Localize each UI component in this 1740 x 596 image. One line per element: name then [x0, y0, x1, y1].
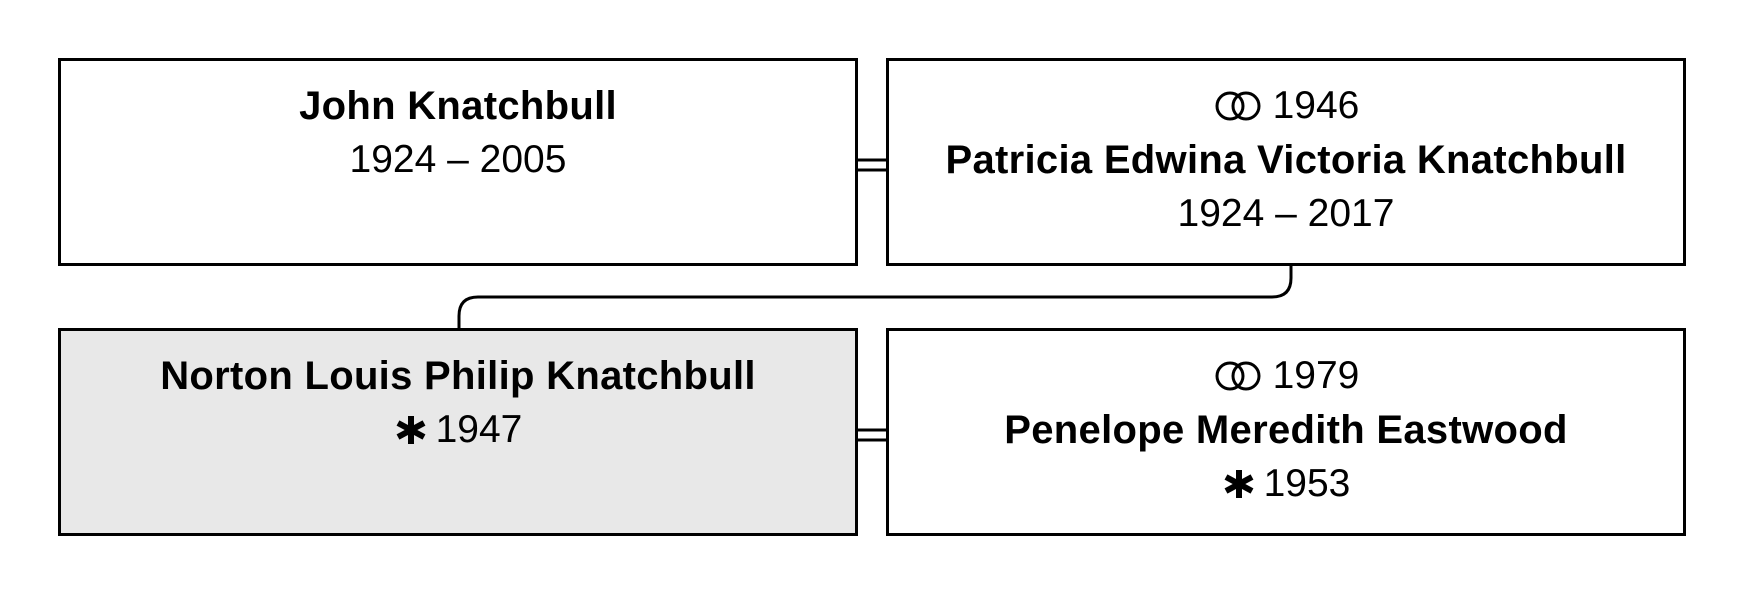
- person-name: John Knatchbull: [299, 84, 617, 128]
- person-life-dates: 1924 – 2017: [1177, 192, 1395, 235]
- marriage-info: 1979: [1213, 349, 1360, 403]
- wedding-rings-icon: [1213, 360, 1265, 392]
- person-name: Penelope Meredith Eastwood: [1004, 408, 1568, 452]
- descent-connector: [457, 264, 1293, 330]
- person-box-penelope-eastwood[interactable]: 1979 Penelope Meredith Eastwood 1953: [886, 328, 1686, 536]
- person-life-dates: 1924 – 2005: [349, 138, 567, 181]
- birth-year: 1953: [1263, 462, 1351, 505]
- birth-year: 1947: [435, 408, 523, 451]
- person-name: Patricia Edwina Victoria Knatchbull: [945, 138, 1627, 182]
- person-box-patricia-knatchbull[interactable]: 1946 Patricia Edwina Victoria Knatchbull…: [886, 58, 1686, 266]
- birth-star-icon: [1222, 467, 1256, 501]
- birth-info: 1953: [1222, 457, 1351, 511]
- marriage-year: 1946: [1272, 84, 1360, 127]
- person-box-john-knatchbull[interactable]: John Knatchbull 1924 – 2005: [58, 58, 858, 266]
- birth-star-icon: [394, 413, 428, 447]
- wedding-rings-icon: [1213, 90, 1265, 122]
- birth-info: 1947: [394, 403, 523, 457]
- person-box-norton-knatchbull[interactable]: Norton Louis Philip Knatchbull 1947: [58, 328, 858, 536]
- marriage-info: 1946: [1213, 79, 1360, 133]
- marriage-year: 1979: [1272, 354, 1360, 397]
- person-name: Norton Louis Philip Knatchbull: [160, 354, 756, 398]
